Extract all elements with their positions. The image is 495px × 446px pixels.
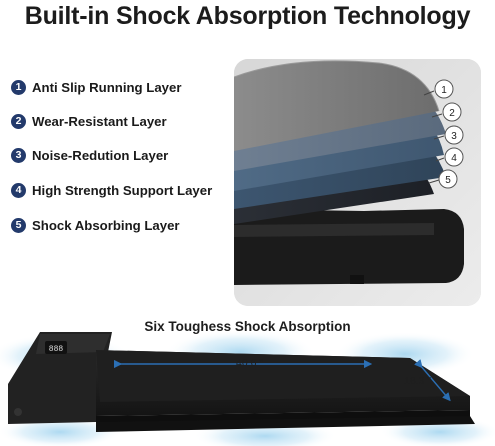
page-title: Built-in Shock Absorption Technology [24, 2, 471, 30]
layer-label: Noise-Redution Layer [32, 147, 169, 163]
callout-number: 1 [441, 85, 447, 96]
number-badge-icon: 1 [11, 79, 26, 95]
callout-number: 4 [451, 153, 457, 164]
callout-badge-icon [438, 169, 458, 189]
number-badge-icon: 2 [11, 113, 26, 129]
width-dimension: 16.3 " [404, 375, 432, 387]
svg-text:888: 888 [49, 345, 64, 354]
width-arrow-icon [414, 359, 451, 402]
callout-badge-icon [434, 79, 454, 99]
treadmill-base-illustration: 888 40.6 " 16.3 " [0, 332, 495, 446]
section-subtitle: Six Toughess Shock Absorption [144, 319, 351, 334]
number-badge-icon: 5 [11, 217, 26, 233]
layer-item-4: 4 High Strength Support Layer [11, 180, 212, 200]
layer-item-5: 5 Shock Absorbing Layer [11, 215, 180, 235]
layer-label: Shock Absorbing Layer [32, 217, 180, 233]
layer-item-1: 1 Anti Slip Running Layer [11, 77, 181, 97]
callout-badge-icon [444, 125, 464, 145]
callout-number: 5 [445, 175, 451, 186]
length-dimension: 40.6 " [236, 357, 264, 369]
layer-label: Anti Slip Running Layer [32, 79, 182, 95]
layer-label: High Strength Support Layer [32, 182, 213, 198]
layer-item-3: 3 Noise-Redution Layer [11, 145, 168, 165]
layer-cutaway-photo: 1 2 3 4 5 [234, 59, 481, 306]
number-badge-icon: 3 [11, 147, 26, 163]
callout-number: 3 [451, 131, 457, 142]
number-badge-icon: 4 [11, 182, 26, 198]
callout-badge-icon [442, 102, 462, 122]
layer-label: Wear-Resistant Layer [32, 113, 167, 129]
callout-badge-icon [444, 147, 464, 167]
callout-number: 2 [449, 108, 455, 119]
layer-item-2: 2 Wear-Resistant Layer [11, 111, 167, 131]
